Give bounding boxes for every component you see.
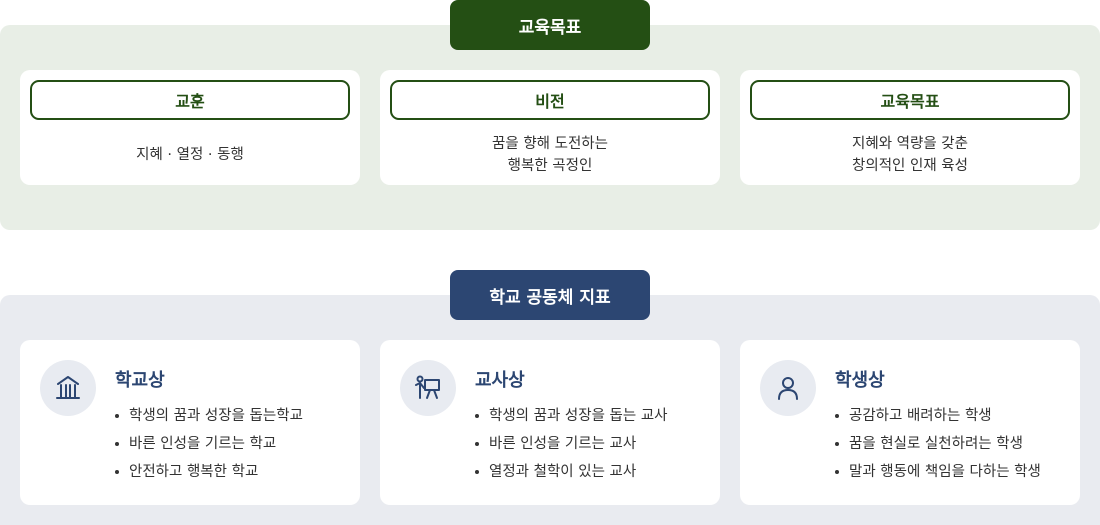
list-item: 꿈을 현실로 실천하려는 학생 — [835, 430, 1041, 458]
list-item: 말과 행동에 책임을 다하는 학생 — [835, 458, 1041, 486]
list-item: 바른 인성을 기르는 교사 — [475, 430, 668, 458]
list-item: 학생의 꿈과 성장을 돕는학교 — [115, 402, 303, 430]
list-item: 공감하고 배려하는 학생 — [835, 402, 1041, 430]
education-goal-line: 창의적인 인재 육성 — [852, 157, 968, 174]
vision-description: 꿈을 향해 도전하는 행복한 곡정인 — [380, 130, 720, 179]
list-item: 안전하고 행복한 학교 — [115, 458, 303, 486]
education-goal-title: 교육목표 — [750, 80, 1070, 120]
list-item: 학생의 꿈과 성장을 돕는 교사 — [475, 402, 668, 430]
vision-card: 비전 꿈을 향해 도전하는 행복한 곡정인 — [380, 70, 720, 185]
teacher-icon — [400, 360, 456, 416]
vision-line: 꿈을 향해 도전하는 — [492, 135, 608, 152]
education-goal-line: 지혜와 역량을 갖춘 — [852, 135, 968, 152]
vision-line: 행복한 곡정인 — [507, 157, 593, 174]
community-badge: 학교 공동체 지표 — [450, 270, 650, 320]
list-item: 바른 인성을 기르는 학교 — [115, 430, 303, 458]
student-person-icon — [760, 360, 816, 416]
teacher-ideal-card: 교사상 학생의 꿈과 성장을 돕는 교사 바른 인성을 기르는 교사 열정과 철… — [380, 340, 720, 505]
list-item: 열정과 철학이 있는 교사 — [475, 458, 668, 486]
vision-title: 비전 — [390, 80, 710, 120]
education-goal-card: 교육목표 지혜와 역량을 갖춘 창의적인 인재 육성 — [740, 70, 1080, 185]
teacher-ideal-title: 교사상 — [475, 370, 525, 391]
student-ideal-card: 학생상 공감하고 배려하는 학생 꿈을 현실로 실천하려는 학생 말과 행동에 … — [740, 340, 1080, 505]
motto-line: 지혜 · 열정 · 동행 — [136, 146, 244, 163]
student-ideal-list: 공감하고 배려하는 학생 꿈을 현실로 실천하려는 학생 말과 행동에 책임을 … — [835, 402, 1041, 486]
motto-card: 교훈 지혜 · 열정 · 동행 — [20, 70, 360, 185]
student-ideal-title: 학생상 — [835, 370, 885, 391]
education-goal-description: 지혜와 역량을 갖춘 창의적인 인재 육성 — [740, 130, 1080, 179]
school-ideal-list: 학생의 꿈과 성장을 돕는학교 바른 인성을 기르는 학교 안전하고 행복한 학… — [115, 402, 303, 486]
school-ideal-title: 학교상 — [115, 370, 165, 391]
school-ideal-card: 학교상 학생의 꿈과 성장을 돕는학교 바른 인성을 기르는 학교 안전하고 행… — [20, 340, 360, 505]
school-building-icon — [40, 360, 96, 416]
teacher-ideal-list: 학생의 꿈과 성장을 돕는 교사 바른 인성을 기르는 교사 열정과 철학이 있… — [475, 402, 668, 486]
motto-title: 교훈 — [30, 80, 350, 120]
education-goal-badge: 교육목표 — [450, 0, 650, 50]
motto-description: 지혜 · 열정 · 동행 — [20, 130, 360, 179]
